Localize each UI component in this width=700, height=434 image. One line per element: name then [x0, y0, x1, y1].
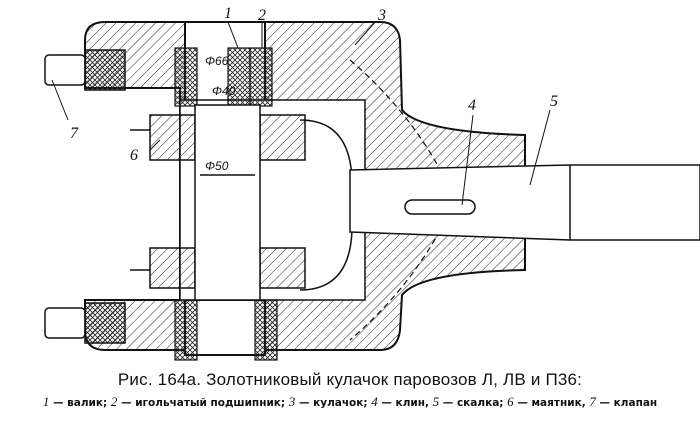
legend-num: 2: [110, 394, 118, 409]
legend-num: 6: [507, 394, 514, 409]
dim-66: Φ66: [205, 54, 229, 68]
figure-caption: Рис. 164а. Золотниковый кулачок паровозо…: [117, 370, 583, 389]
legend-num: 4: [371, 394, 378, 409]
dim-50: Φ50: [205, 159, 229, 173]
rod: [349, 164, 700, 241]
leader-lines: [51, 21, 551, 206]
valves: [44, 49, 126, 344]
legend-num: 1: [42, 394, 50, 409]
legend-num: 3: [288, 394, 296, 409]
label-6: 6: [130, 147, 138, 164]
legend-text: — игольчатый подшипник;: [121, 397, 286, 409]
drawing: 1 2 3 4 5 6 7 Φ66 Φ40 Φ50: [44, 5, 700, 361]
label-4: 4: [468, 97, 476, 114]
dim-40: Φ40: [212, 84, 236, 98]
label-1: 1: [224, 5, 232, 22]
legend-text: — скалка;: [442, 397, 504, 409]
legend-text: — клин,: [381, 397, 429, 409]
figure-legend: 1 — валик; 2 — игольчатый подшипник; 3 —…: [6, 393, 694, 412]
label-5: 5: [550, 93, 558, 110]
legend-text: — кулачок;: [298, 397, 368, 409]
label-2: 2: [258, 7, 266, 24]
label-3: 3: [377, 7, 386, 24]
legend-text: — валик;: [52, 397, 108, 409]
label-7: 7: [70, 125, 79, 142]
legend-text: — клапан: [599, 397, 658, 409]
needle-bearings: [174, 47, 278, 361]
pendulum: [130, 104, 306, 301]
legend-num: 7: [589, 394, 596, 409]
legend-text: — маятник,: [517, 397, 586, 409]
legend-num: 5: [432, 394, 440, 409]
